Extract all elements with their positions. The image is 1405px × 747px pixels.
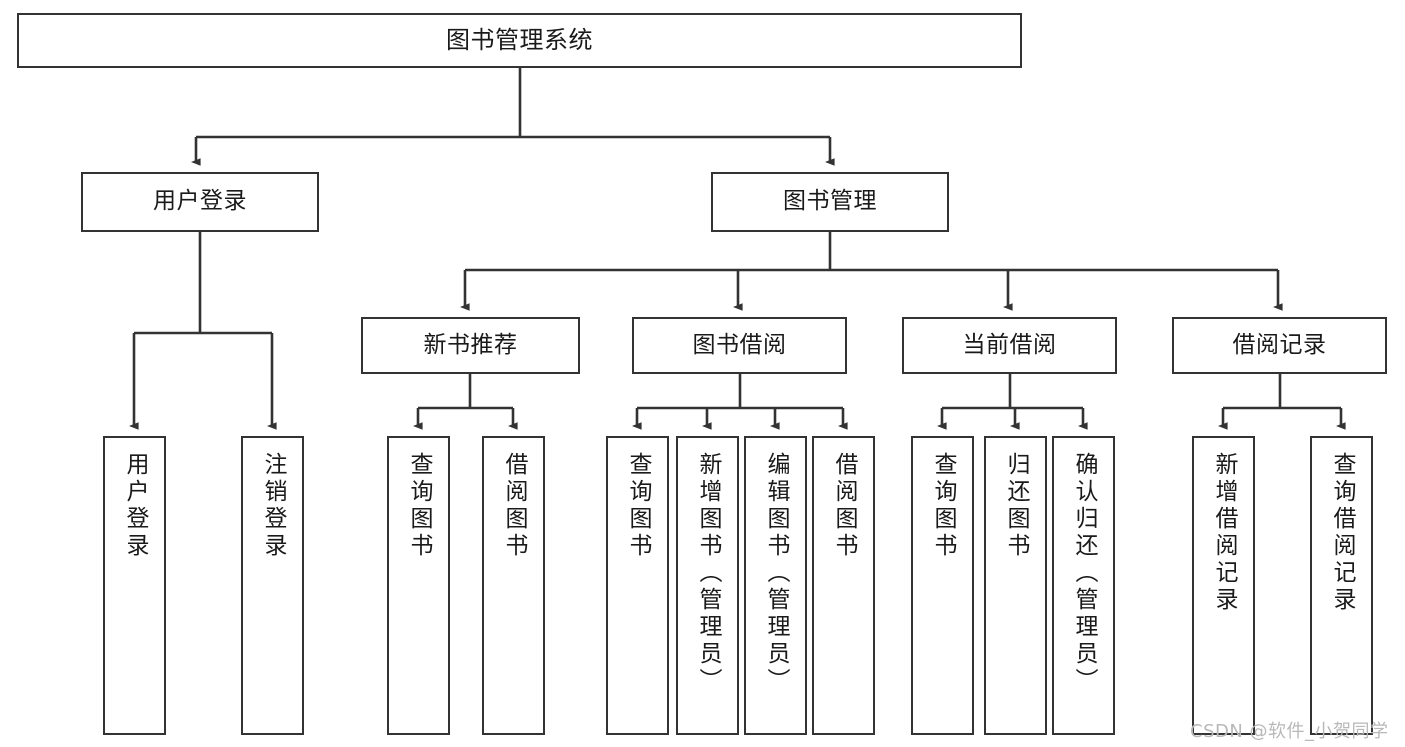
leaf-query-borrow-record[interactable]: 查询借阅记录: [1310, 436, 1373, 735]
leaf-query-books-current[interactable]: 查询图书: [911, 436, 974, 735]
leaf-edit-book-admin[interactable]: 编辑图书（管理员）: [744, 436, 807, 735]
node-user-login[interactable]: 用户登录: [81, 172, 319, 232]
node-label: 归还图书: [1003, 452, 1029, 560]
node-book-borrowing[interactable]: 图书借阅: [632, 317, 847, 374]
leaf-add-book-admin[interactable]: 新增图书（管理员）: [676, 436, 739, 735]
node-label: 当前借阅: [962, 331, 1057, 358]
node-label: 确认归还（管理员）: [1071, 452, 1097, 695]
node-label: 图书管理系统: [446, 26, 593, 55]
node-label: 用户登录: [122, 452, 148, 560]
node-label: 图书管理: [783, 188, 877, 215]
node-label: 借阅图书: [501, 452, 527, 560]
node-label: 查询图书: [625, 452, 651, 560]
leaf-add-borrow-record[interactable]: 新增借阅记录: [1192, 436, 1255, 735]
node-label: 查询图书: [930, 452, 956, 560]
node-label: 图书借阅: [692, 331, 787, 358]
node-label: 编辑图书（管理员）: [763, 452, 789, 695]
node-label: 新书推荐: [423, 331, 518, 358]
node-label: 借阅记录: [1232, 331, 1327, 358]
leaf-query-books-borrow[interactable]: 查询图书: [606, 436, 669, 735]
node-label: 注销登录: [260, 452, 286, 560]
node-new-book-recommendation[interactable]: 新书推荐: [361, 317, 580, 374]
node-label: 新增借阅记录: [1211, 452, 1237, 614]
leaf-logout[interactable]: 注销登录: [241, 436, 304, 735]
node-label: 借阅图书: [831, 452, 857, 560]
node-root-system[interactable]: 图书管理系统: [17, 13, 1022, 68]
leaf-user-login[interactable]: 用户登录: [103, 436, 166, 735]
node-label: 用户登录: [153, 188, 247, 215]
csdn-watermark: CSDN @软件_小贺同学: [1190, 721, 1389, 742]
leaf-confirm-return-admin[interactable]: 确认归还（管理员）: [1052, 436, 1115, 735]
leaf-borrow-book[interactable]: 借阅图书: [812, 436, 875, 735]
node-label: 新增图书（管理员）: [695, 452, 721, 695]
node-label: 查询借阅记录: [1329, 452, 1355, 614]
node-label: 查询图书: [406, 452, 432, 560]
leaf-borrow-books-rec[interactable]: 借阅图书: [482, 436, 545, 735]
leaf-query-books-rec[interactable]: 查询图书: [387, 436, 450, 735]
node-book-management[interactable]: 图书管理: [711, 172, 949, 232]
node-current-borrowing[interactable]: 当前借阅: [902, 317, 1117, 374]
leaf-return-book[interactable]: 归还图书: [984, 436, 1047, 735]
node-borrowing-records[interactable]: 借阅记录: [1172, 317, 1387, 374]
